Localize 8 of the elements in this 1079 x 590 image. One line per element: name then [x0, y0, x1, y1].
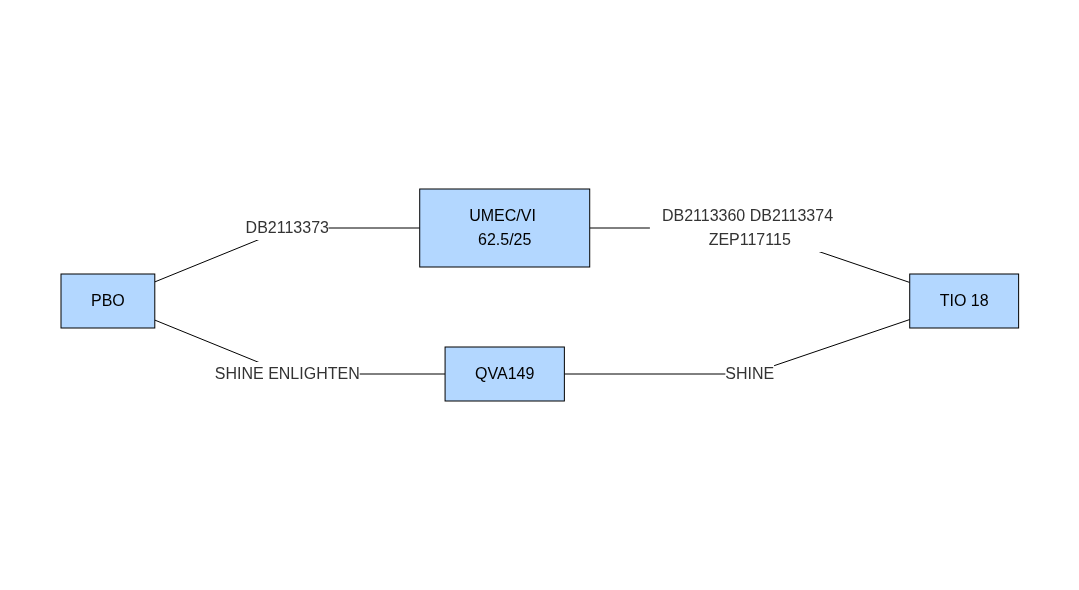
node-box: UMEC/VI 62.5/25 [418, 188, 590, 268]
edge-label: SHINE [724, 365, 774, 382]
node-box: QVA149 [444, 346, 565, 402]
edge-label: DB2113373 [245, 219, 329, 236]
edge-label: DB2113360 DB2113374 ZEP117115 [661, 207, 833, 248]
node-box: TIO 18 [908, 273, 1019, 329]
edge-label: SHINE ENLIGHTEN [214, 365, 360, 382]
node-box: PBO [60, 273, 155, 329]
